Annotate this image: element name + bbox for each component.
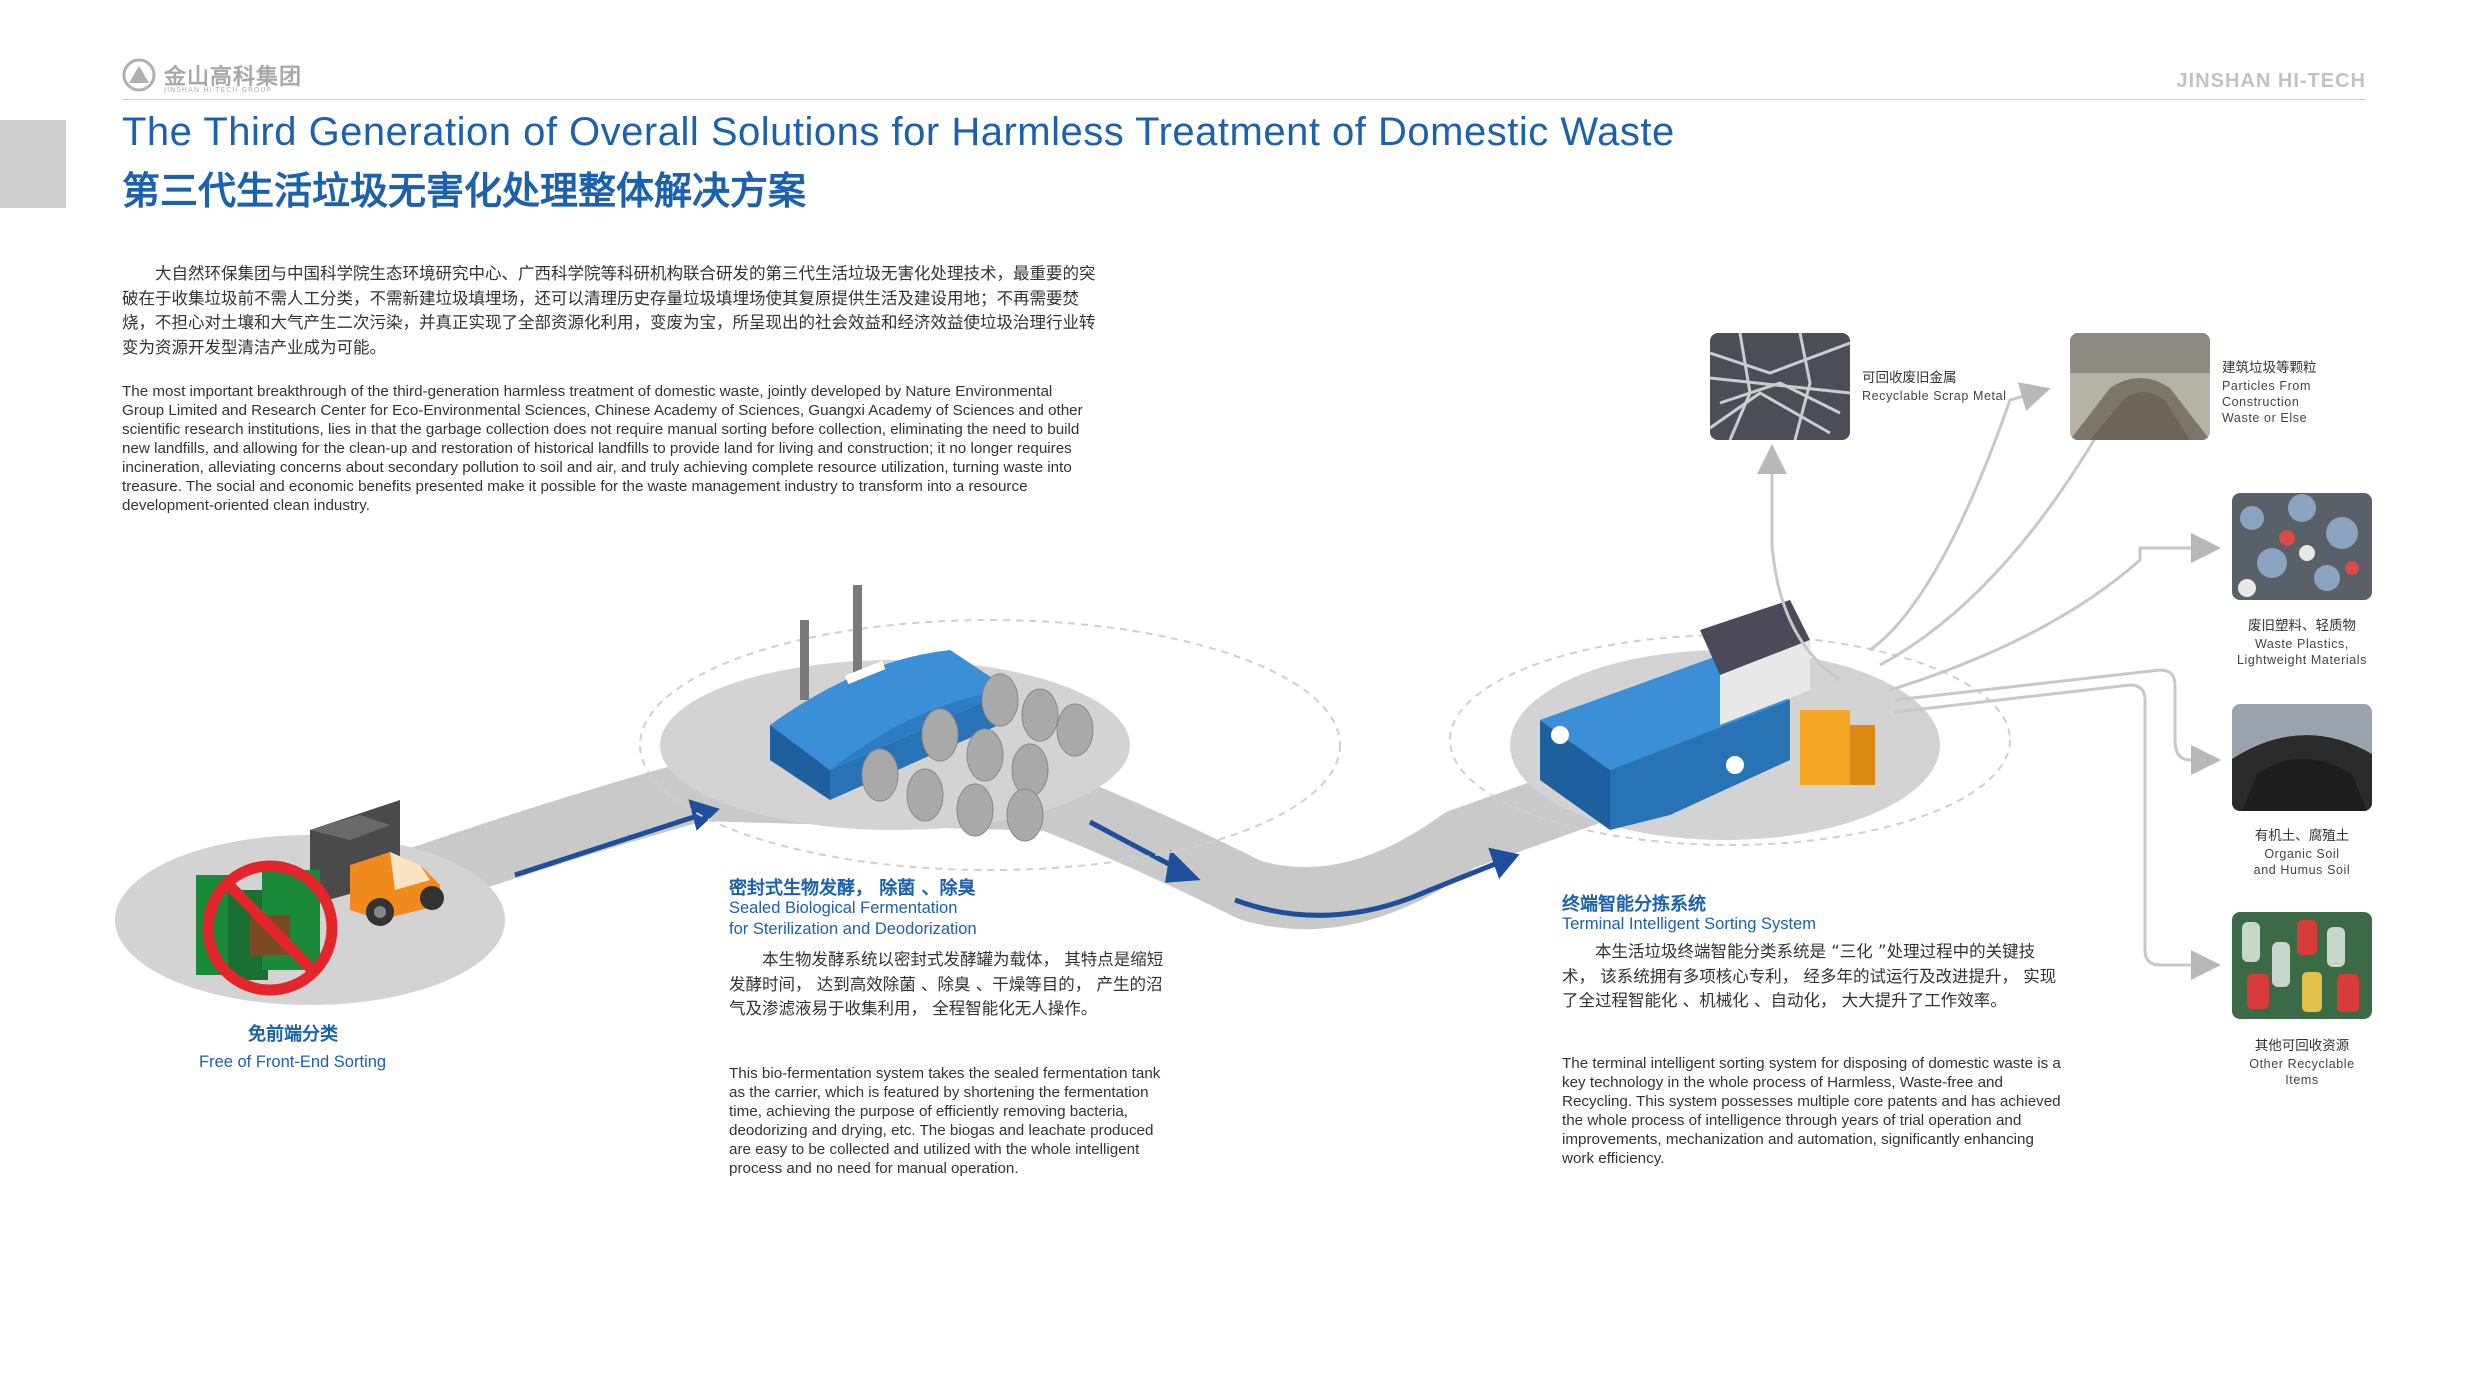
output-plastics-en-1: Waste Plastics, <box>2255 637 2349 651</box>
other-recyclables-photo <box>2232 912 2372 1019</box>
page-title-en: The Third Generation of Overall Solution… <box>122 110 1675 154</box>
output-plastics-zh: 废旧塑料、轻质物 <box>2248 618 2356 634</box>
stage-fermentation-title-en: Sealed Biological Fermentation for Steri… <box>729 898 977 940</box>
front-end-platform <box>115 800 505 1005</box>
stage-fermentation-title-en-line1: Sealed Biological Fermentation <box>729 899 958 917</box>
sorting-plant-graphic <box>1540 600 1875 830</box>
side-marker <box>0 120 66 208</box>
output-soil-en-1: Organic Soil <box>2264 847 2340 861</box>
scrap-metal-photo <box>1710 333 1850 440</box>
fermentation-platform <box>639 585 1341 871</box>
intro-text-en: The most important breakthrough of the t… <box>122 383 1083 514</box>
stage-sorting-title-en: Terminal Intelligent Sorting System <box>1562 915 1817 933</box>
output-scrap-metal-zh: 可回收废旧金属 <box>1862 370 1957 386</box>
sorting-platform <box>1449 600 2011 846</box>
brand-label: JINSHAN HI-TECH <box>2176 70 2366 92</box>
stage-sorting-body-en: The terminal intelligent sorting system … <box>1562 1055 2061 1167</box>
header-divider <box>122 99 2366 100</box>
stage-front-title-en: Free of Front-End Sorting <box>199 1053 387 1071</box>
output-other-en-2: Items <box>2285 1073 2319 1087</box>
stage-fermentation-title-zh: 密封式生物发酵， 除菌 、除臭 <box>729 878 976 899</box>
stage-fermentation-title-en-line2: for Sterilization and Deodorization <box>729 920 977 938</box>
stage-fermentation-body-en: This bio-fermentation system takes the s… <box>729 1065 1161 1177</box>
output-plastics-en-2: Lightweight Materials <box>2236 653 2368 667</box>
fermentation-tanks-graphic <box>861 673 1094 842</box>
waste-plastics-photo <box>2232 493 2372 600</box>
output-scrap-metal-en: Recyclable Scrap Metal <box>1862 389 2007 403</box>
flow-arrows <box>514 799 1520 918</box>
construction-particles-photo <box>2070 333 2210 440</box>
stage-sorting-body-zh: 本生活垃圾终端智能分类系统是 “三化 ”处理过程中的关键技术， 该系统拥有多项核… <box>1562 942 2057 1010</box>
logo-text: 金山高科集团 <box>164 65 303 90</box>
page-title-zh: 第三代生活垃圾无害化处理整体解决方案 <box>122 169 807 213</box>
output-other-en-1: Other Recyclable <box>2249 1057 2355 1071</box>
logo-subtext: JINSHAN HI-TECH GROUP <box>164 86 272 94</box>
stage-front-title-zh: 免前端分类 <box>248 1024 338 1045</box>
garbage-truck-graphic <box>310 800 444 926</box>
stage-fermentation-body-zh: 本生物发酵系统以密封式发酵罐为载体， 其特点是缩短发酵时间， 达到高效除菌 、除… <box>729 950 1164 1018</box>
intro-text-zh: 大自然环保集团与中国科学院生态环境研究中心、广西科学院等科研机构联合研发的第三代… <box>122 264 1096 357</box>
prohibit-icon <box>202 860 338 996</box>
output-other-zh: 其他可回收资源 <box>2254 1038 2350 1054</box>
output-construction-en-2: Construction <box>2222 395 2300 409</box>
logo-mark-icon <box>122 58 156 92</box>
output-connectors <box>1757 374 2221 980</box>
output-construction-zh: 建筑垃圾等颗粒 <box>2222 360 2317 376</box>
stage-sorting-title-zh: 终端智能分拣系统 <box>1562 894 1706 915</box>
company-logo: 金山高科集团 JINSHAN HI-TECH GROUP <box>122 58 303 94</box>
output-construction-en-3: Waste or Else <box>2222 411 2308 425</box>
process-road <box>269 759 1631 951</box>
output-construction-en-1: Particles From <box>2222 379 2311 393</box>
organic-soil-photo <box>2232 704 2372 811</box>
output-soil-en-2: and Humus Soil <box>2253 863 2351 877</box>
output-soil-zh: 有机土、腐殖土 <box>2254 828 2350 844</box>
